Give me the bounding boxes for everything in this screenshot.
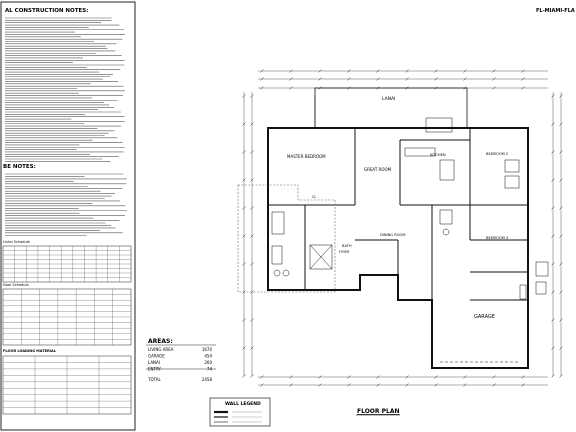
room-label-bedroom-2: BEDROOM 2: [486, 152, 508, 156]
areas-row-label: TOTAL: [147, 377, 161, 382]
wall-legend-title: WALL LEGEND: [225, 401, 261, 407]
master-bath-callout: [237, 184, 336, 293]
dimension-ticks: [242, 69, 563, 387]
areas-row-label: LANAI: [148, 360, 160, 365]
room-label-bedroom-3: BEDROOM 3: [486, 236, 508, 240]
room-label-lanai: LANAI: [382, 96, 395, 102]
house-interior-walls: [268, 128, 528, 301]
notes2-text: [5, 173, 127, 236]
room-label-master-bedroom: MASTER BEDROOM: [287, 154, 326, 159]
garage-interior: [440, 284, 527, 363]
room-label-great-room: GREAT ROOM: [364, 167, 392, 172]
schedule-table-3: [2, 355, 132, 415]
plumbing-fixtures: [271, 147, 520, 277]
notes2-title: BE NOTES:: [3, 164, 36, 170]
room-label-foyer: FOYER: [339, 250, 350, 254]
notes-sheet-border: [0, 1, 136, 431]
room-label-dining-room: DINING ROOM: [380, 233, 405, 237]
room-label-garage: GARAGE: [474, 314, 495, 320]
room-label-closet: CL: [312, 195, 316, 199]
areas-row-value: 1670: [202, 347, 213, 352]
floor-plan-title: FLOOR PLAN: [357, 408, 400, 415]
areas-row-label: GARAGE: [148, 354, 165, 359]
room-label-kitchen: KITCHEN: [430, 153, 446, 157]
general-notes-text: [5, 17, 125, 162]
wall-legend-box: WALL LEGEND: [209, 397, 271, 427]
areas-row-value: 454: [204, 354, 212, 359]
dimension-lines: [243, 70, 562, 386]
schedule-table-2: [2, 288, 132, 346]
equipment-pads: [535, 261, 549, 295]
room-label-bath: BATH: [342, 244, 352, 248]
areas-row-value: 2458: [202, 377, 213, 382]
areas-row-value: 260: [204, 360, 212, 365]
lanai-area: LANAI: [314, 87, 468, 133]
house-exterior-walls: [267, 127, 529, 369]
areas-row-label: LIVING AREA: [148, 347, 174, 352]
schedule-table-1: [2, 245, 132, 283]
areas-title: AREAS:: [148, 338, 173, 345]
corner-mark: FL-MIAMI-FLA: [536, 8, 575, 14]
table-caption-2: Door Schedule: [3, 283, 29, 287]
table-caption-3: FLOOR LOADING MATERIAL: [3, 349, 57, 353]
table-caption-1: Lintel Schedule: [3, 240, 30, 244]
general-notes-title: AL CONSTRUCTION NOTES:: [5, 8, 88, 14]
